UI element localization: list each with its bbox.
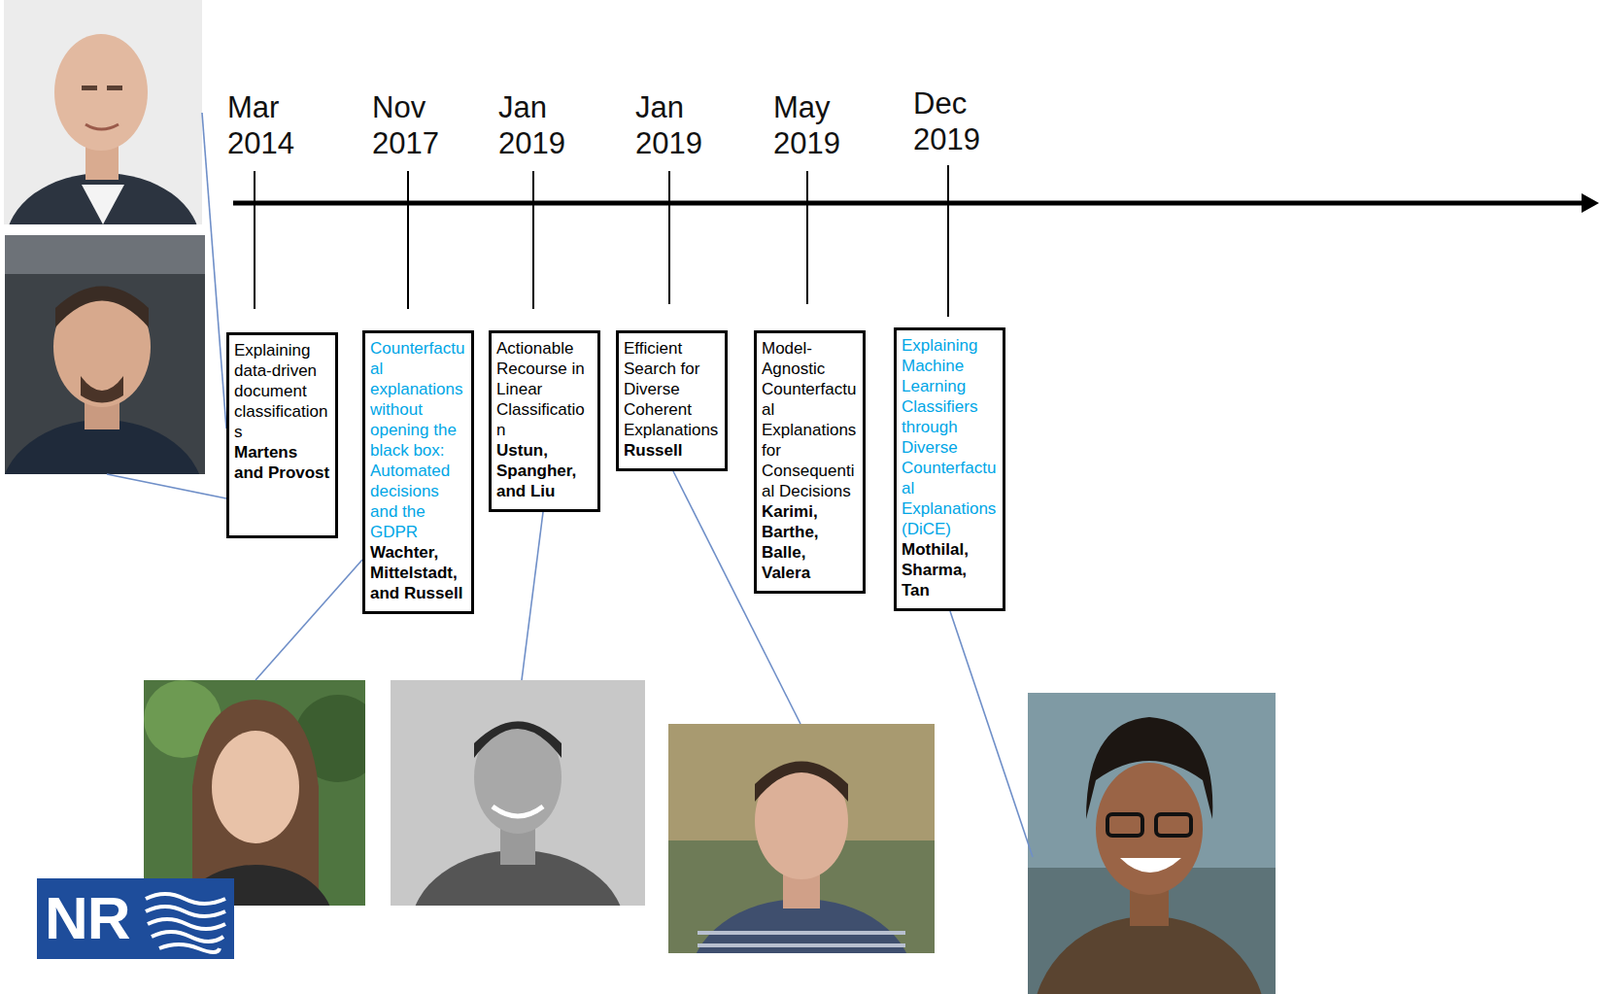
portrait-photo [1027,692,1276,994]
paper-box: Explaining data-driven document classifi… [226,332,339,539]
portrait-photo [0,235,205,576]
date-label: Mar 2014 [227,89,335,162]
paper-box: Counterfactual explanations without open… [362,330,475,614]
date-label: Jan 2019 [498,89,606,162]
paper-box: Explaining Machine Learning Classifiers … [893,327,1006,612]
paper-title: Actionable Recourse in Linear Classifica… [496,338,594,441]
logo-text: NR [44,884,131,953]
paper-authors: Martens and Provost [234,442,332,483]
leader-line [106,474,227,499]
paper-authors: Mothilal, Sharma, Tan [901,539,999,601]
date-label: Jan 2019 [635,89,743,162]
leader-line [202,112,227,429]
paper-title: Model-Agnostic Counterfactual Explanatio… [761,338,859,502]
leader-line [255,559,363,681]
paper-box: Actionable Recourse in Linear Classifica… [488,330,601,512]
logo-mark [36,878,235,959]
paper-title: Explaining Machine Learning Classifiers … [901,335,999,540]
portrait-photo [390,680,646,994]
date-label: Nov 2017 [372,89,479,162]
paper-authors: Russell [623,440,721,461]
date-label: May 2019 [773,89,881,162]
paper-authors: Wachter, Mittelstadt, and Russell [370,542,468,604]
paper-title: Efficient Search for Diverse Coherent Ex… [623,338,721,441]
axis-line [233,201,1586,206]
paper-title: Counterfactual explanations without open… [370,338,468,543]
paper-box: Model-Agnostic Counterfactual Explanatio… [753,330,866,594]
tick-marks [254,165,949,317]
portrait-photo [668,723,935,994]
leader-line [950,611,1033,857]
paper-title: Explaining data-driven document classifi… [234,340,332,443]
paper-box: Efficient Search for Diverse Coherent Ex… [615,330,728,472]
paper-authors: Karimi, Barthe, Balle, Valera [761,501,859,583]
leader-line [521,511,544,681]
date-label: Dec 2019 [913,85,1021,158]
axis-arrowhead [1581,193,1600,213]
paper-authors: Ustun, Spangher, and Liu [496,440,594,502]
